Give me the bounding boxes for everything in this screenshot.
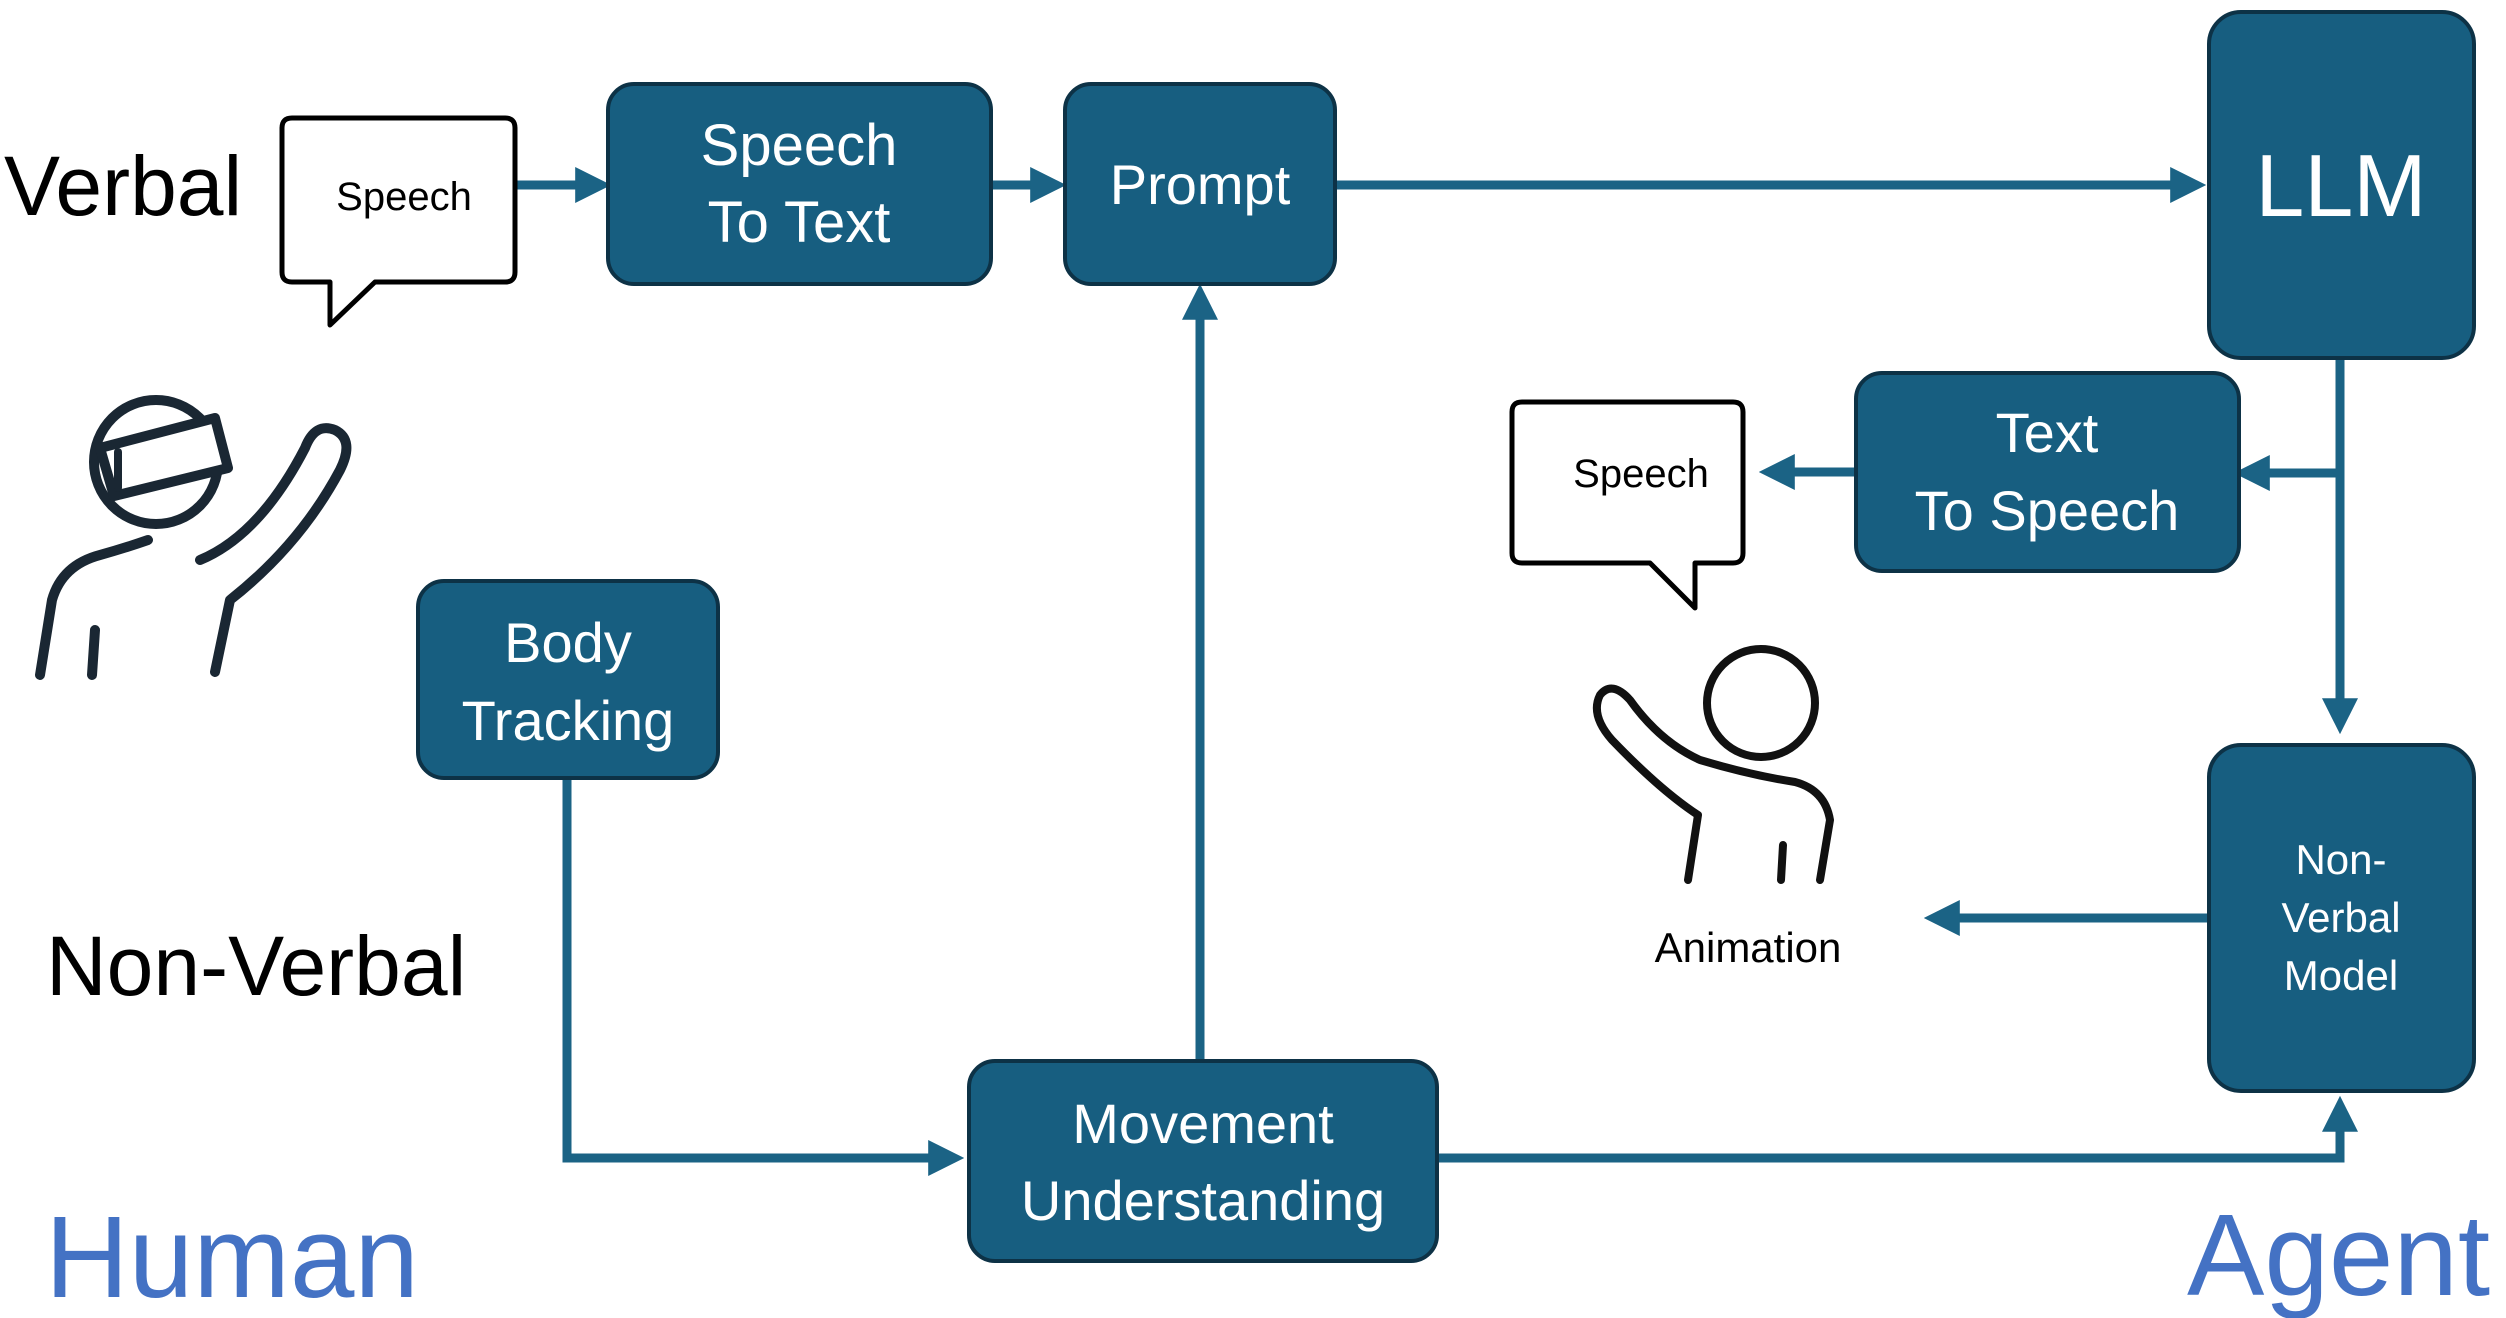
body-tracking-line1: Body [504, 611, 632, 674]
speech-to-text-box: Speech To Text [606, 82, 993, 286]
llm-label: LLM [2255, 136, 2426, 235]
non-verbal-model-line2: Verbal [2281, 894, 2400, 941]
non-verbal-model-box: Non- Verbal Model [2207, 743, 2476, 1093]
prompt-label: Prompt [1110, 153, 1291, 216]
verbal-label: Verbal [4, 139, 242, 233]
human-speech-text: Speech [336, 175, 472, 219]
avatar-person-waving-icon [1593, 645, 1834, 884]
prompt-box: Prompt [1063, 82, 1337, 286]
human-section-title: Human [45, 1192, 419, 1318]
animation-label: Animation [1655, 924, 1842, 971]
agent-section-title: Agent [2187, 1190, 2490, 1318]
arrow-llm-to-tts [2233, 358, 2345, 491]
arrow-movement-to-nonverbal [1437, 1095, 2358, 1163]
llm-box: LLM [2207, 10, 2476, 360]
movement-understanding-line2: Understanding [1021, 1169, 1385, 1232]
connectors [505, 167, 2358, 1176]
agent-speech-bubble: Speech [1509, 399, 1746, 611]
text-to-speech-box: Text To Speech [1854, 371, 2241, 573]
human-speech-bubble: Speech [279, 115, 518, 328]
speech-to-text-line2: To Text [708, 190, 891, 255]
body-tracking-box: Body Tracking [416, 579, 720, 780]
body-tracking-line2: Tracking [462, 689, 675, 752]
agent-speech-text: Speech [1573, 452, 1709, 496]
vr-headset-person-waving-icon [35, 395, 352, 680]
non-verbal-model-line3: Model [2284, 952, 2398, 999]
non-verbal-model-line1: Non- [2295, 836, 2386, 883]
text-to-speech-line1: Text [1996, 401, 2099, 464]
non-verbal-label: Non-Verbal [46, 919, 466, 1013]
text-to-speech-line2: To Speech [1915, 479, 2180, 542]
movement-understanding-line1: Movement [1072, 1092, 1334, 1155]
speech-to-text-line1: Speech [701, 113, 898, 178]
arrow-bodytracking-to-movement [562, 778, 965, 1176]
movement-understanding-box: Movement Understanding [967, 1059, 1439, 1263]
